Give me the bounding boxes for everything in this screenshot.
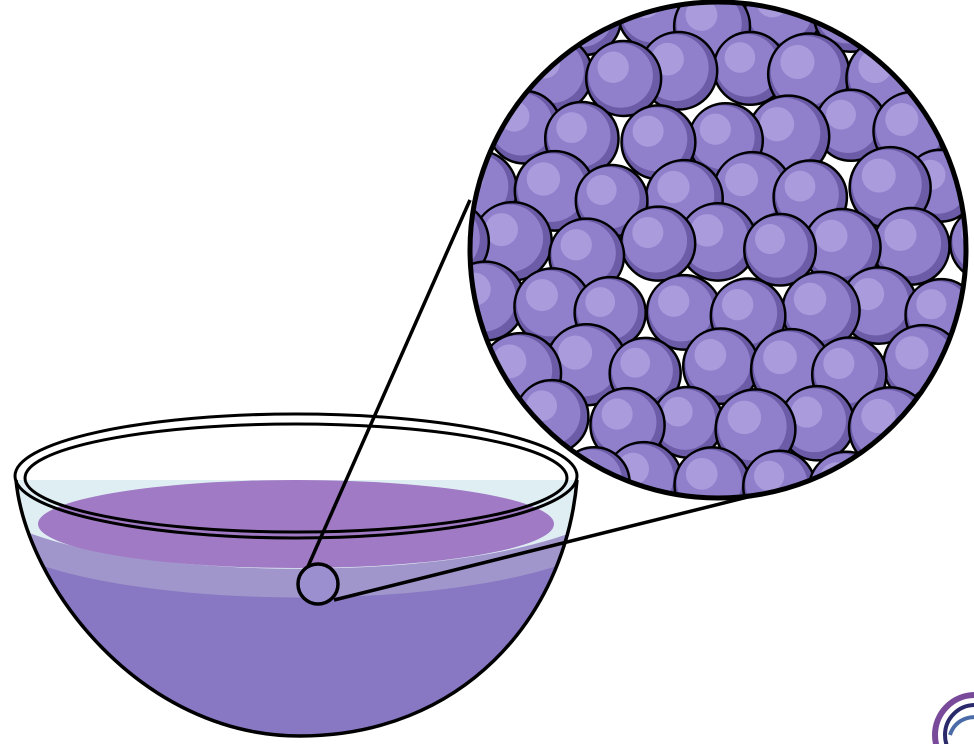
particle-icon [707,508,780,581]
particle-icon [870,0,949,62]
sample-point-marker [298,564,338,604]
particle-icon [621,207,695,281]
particle-icon [605,442,681,518]
particle-icon [414,93,486,165]
particle-icon [412,323,493,404]
particle-icon [515,380,588,453]
particle-icon [917,32,974,113]
particle-icon [743,451,815,523]
particle-icon [446,31,527,112]
logo-icon [935,695,974,744]
particle-icon [968,260,974,340]
